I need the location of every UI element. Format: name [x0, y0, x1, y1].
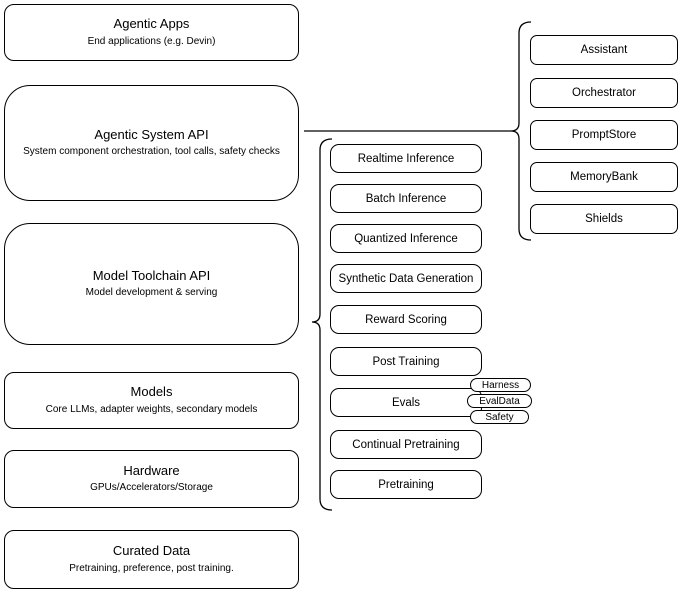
node-subtitle: Model development & serving — [85, 287, 218, 299]
node-subtitle: Core LLMs, adapter weights, secondary mo… — [45, 403, 258, 415]
node-label: Batch Inference — [365, 192, 447, 205]
node-label: Realtime Inference — [357, 152, 455, 165]
node-label: PromptStore — [571, 129, 637, 141]
node-label: Pretraining — [378, 478, 434, 491]
node-label: Continual Pretraining — [352, 438, 460, 451]
right-group-brace — [510, 21, 532, 241]
node-agentic-apps: Agentic Apps End applications (e.g. Devi… — [4, 4, 299, 61]
node-continual-pretraining: Continual Pretraining — [330, 430, 482, 459]
node-label: Assistant — [580, 44, 628, 56]
node-subtitle: End applications (e.g. Devin) — [87, 35, 216, 47]
middle-group-brace — [311, 138, 333, 511]
tag-label: EvalData — [479, 395, 520, 407]
node-subtitle: GPUs/Accelerators/Storage — [90, 482, 213, 494]
node-label: Reward Scoring — [365, 313, 447, 326]
node-title: Model Toolchain API — [92, 267, 211, 283]
node-realtime-inference: Realtime Inference — [330, 144, 482, 173]
node-title: Curated Data — [112, 543, 191, 559]
node-label: Shields — [585, 213, 623, 225]
node-title: Models — [130, 384, 173, 400]
node-label: MemoryBank — [570, 171, 638, 183]
tag-safety: Safety — [470, 410, 529, 424]
node-evals: Evals — [330, 388, 482, 417]
node-model-toolchain-api: Model Toolchain API Model development & … — [4, 223, 299, 345]
node-assistant: Assistant — [530, 35, 678, 65]
tag-label: Harness — [481, 379, 520, 391]
node-batch-inference: Batch Inference — [330, 184, 482, 213]
node-subtitle: Pretraining, preference, post training. — [69, 562, 234, 574]
node-agentic-system-api: Agentic System API System component orch… — [4, 85, 299, 201]
node-label: Synthetic Data Generation — [338, 272, 474, 285]
node-orchestrator: Orchestrator — [530, 78, 678, 108]
node-label: Evals — [391, 396, 421, 409]
tag-harness: Harness — [470, 378, 531, 392]
node-quantized-inference: Quantized Inference — [330, 224, 482, 253]
node-post-training: Post Training — [330, 347, 482, 376]
node-label: Quantized Inference — [354, 232, 458, 245]
node-pretraining: Pretraining — [330, 470, 482, 499]
node-models: Models Core LLMs, adapter weights, secon… — [4, 372, 299, 429]
node-title: Agentic Apps — [113, 16, 190, 32]
tag-evaldata: EvalData — [467, 394, 532, 408]
node-synthetic-data-generation: Synthetic Data Generation — [330, 264, 482, 293]
node-memorybank: MemoryBank — [530, 162, 678, 192]
node-title: Agentic System API — [94, 126, 209, 142]
node-shields: Shields — [530, 204, 678, 234]
node-title: Hardware — [123, 462, 180, 478]
node-subtitle: System component orchestration, tool cal… — [23, 146, 280, 158]
node-label: Orchestrator — [572, 87, 636, 99]
node-reward-scoring: Reward Scoring — [330, 305, 482, 334]
node-curated-data: Curated Data Pretraining, preference, po… — [4, 530, 299, 589]
node-label: Post Training — [372, 355, 440, 368]
node-promptstore: PromptStore — [530, 120, 678, 150]
node-hardware: Hardware GPUs/Accelerators/Storage — [4, 450, 299, 508]
tag-label: Safety — [485, 411, 514, 423]
